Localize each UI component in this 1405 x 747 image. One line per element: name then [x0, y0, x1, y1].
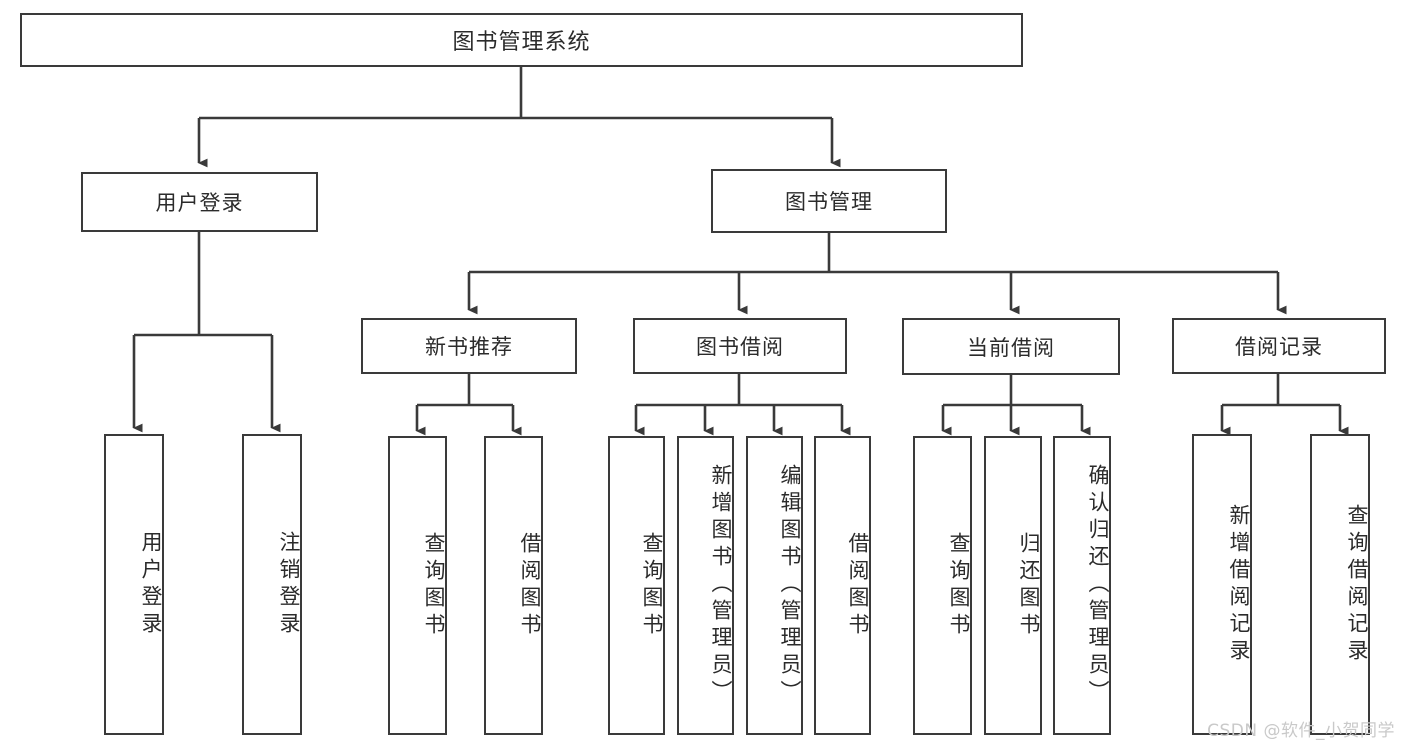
node-book-borrow[interactable]: 图书借阅	[633, 318, 847, 374]
leaf-borrow-borrow-book-label: 借阅图书	[846, 531, 870, 640]
node-current-borrow-label: 当前借阅	[967, 335, 1055, 360]
leaf-user-logout[interactable]: 注销登录	[242, 434, 302, 735]
leaf-user-logout-label: 注销登录	[277, 530, 301, 639]
leaf-current-confirm-return[interactable]: 确认归还（管理员）	[1053, 436, 1111, 735]
leaf-user-login[interactable]: 用户登录	[104, 434, 164, 735]
node-borrow-record-label: 借阅记录	[1235, 335, 1323, 359]
node-current-borrow[interactable]: 当前借阅	[902, 318, 1120, 375]
leaf-current-confirm-return-label: 确认归还（管理员）	[1086, 464, 1110, 707]
leaf-borrow-edit-book-label: 编辑图书（管理员）	[778, 464, 802, 707]
node-book-management[interactable]: 图书管理	[711, 169, 947, 233]
node-root[interactable]: 图书管理系统	[20, 13, 1023, 67]
leaf-record-query-label: 查询借阅记录	[1345, 503, 1369, 666]
leaf-user-login-label: 用户登录	[139, 530, 163, 639]
leaf-borrow-query-book[interactable]: 查询图书	[608, 436, 665, 735]
leaf-borrow-add-book-label: 新增图书（管理员）	[709, 464, 733, 707]
node-user-login-label: 用户登录	[155, 191, 244, 215]
leaf-current-query-book[interactable]: 查询图书	[913, 436, 972, 735]
leaf-current-return-book-label: 归还图书	[1017, 531, 1041, 640]
leaf-borrow-borrow-book[interactable]: 借阅图书	[814, 436, 871, 735]
leaf-newbook-borrow-label: 借阅图书	[518, 531, 542, 640]
leaf-record-query[interactable]: 查询借阅记录	[1310, 434, 1370, 735]
node-borrow-record[interactable]: 借阅记录	[1172, 318, 1386, 374]
leaf-borrow-add-book[interactable]: 新增图书（管理员）	[677, 436, 734, 735]
leaf-record-add-label: 新增借阅记录	[1227, 503, 1251, 666]
node-user-login[interactable]: 用户登录	[81, 172, 318, 232]
leaf-current-return-book[interactable]: 归还图书	[984, 436, 1042, 735]
leaf-record-add[interactable]: 新增借阅记录	[1192, 434, 1252, 735]
node-book-management-label: 图书管理	[785, 190, 873, 214]
leaf-current-query-book-label: 查询图书	[947, 531, 971, 640]
node-new-book-recommend[interactable]: 新书推荐	[361, 318, 577, 374]
node-new-book-recommend-label: 新书推荐	[425, 335, 513, 359]
leaf-borrow-query-book-label: 查询图书	[640, 531, 664, 640]
leaf-newbook-borrow[interactable]: 借阅图书	[484, 436, 543, 735]
leaf-newbook-query[interactable]: 查询图书	[388, 436, 447, 735]
leaf-newbook-query-label: 查询图书	[422, 531, 446, 640]
watermark: CSDN @软件_小贺同学	[1207, 721, 1395, 741]
node-root-label: 图书管理系统	[452, 30, 591, 55]
leaf-borrow-edit-book[interactable]: 编辑图书（管理员）	[746, 436, 803, 735]
node-book-borrow-label: 图书借阅	[696, 335, 784, 359]
